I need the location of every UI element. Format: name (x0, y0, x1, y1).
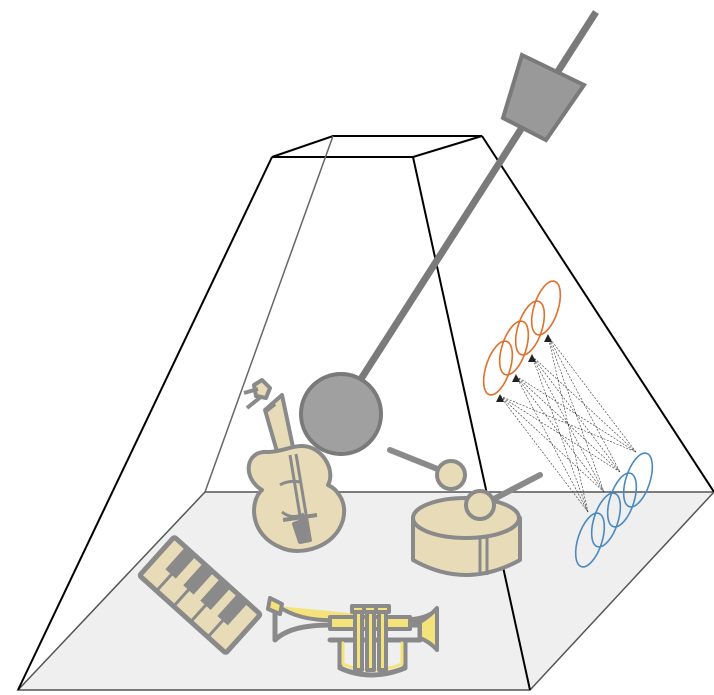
network-upper-layer (478, 278, 566, 399)
network-arrow (544, 334, 552, 342)
network-arrow (528, 354, 536, 362)
network-edge (500, 396, 620, 472)
network-node-upper (494, 318, 534, 379)
network-edge (532, 356, 636, 452)
metronome-icon (301, 12, 596, 454)
metronome-weight (503, 55, 584, 140)
pyramid-top (272, 136, 482, 157)
network-edge (500, 396, 604, 492)
network-node-upper (478, 338, 518, 399)
network-arrow (496, 394, 504, 402)
network-arrow (512, 374, 520, 382)
network-node-upper (510, 298, 550, 359)
network-arrows (496, 334, 552, 402)
network-edge (516, 376, 620, 472)
edge-back-right (482, 136, 714, 492)
network-node-upper (526, 278, 566, 339)
metronome-bob (301, 374, 381, 454)
